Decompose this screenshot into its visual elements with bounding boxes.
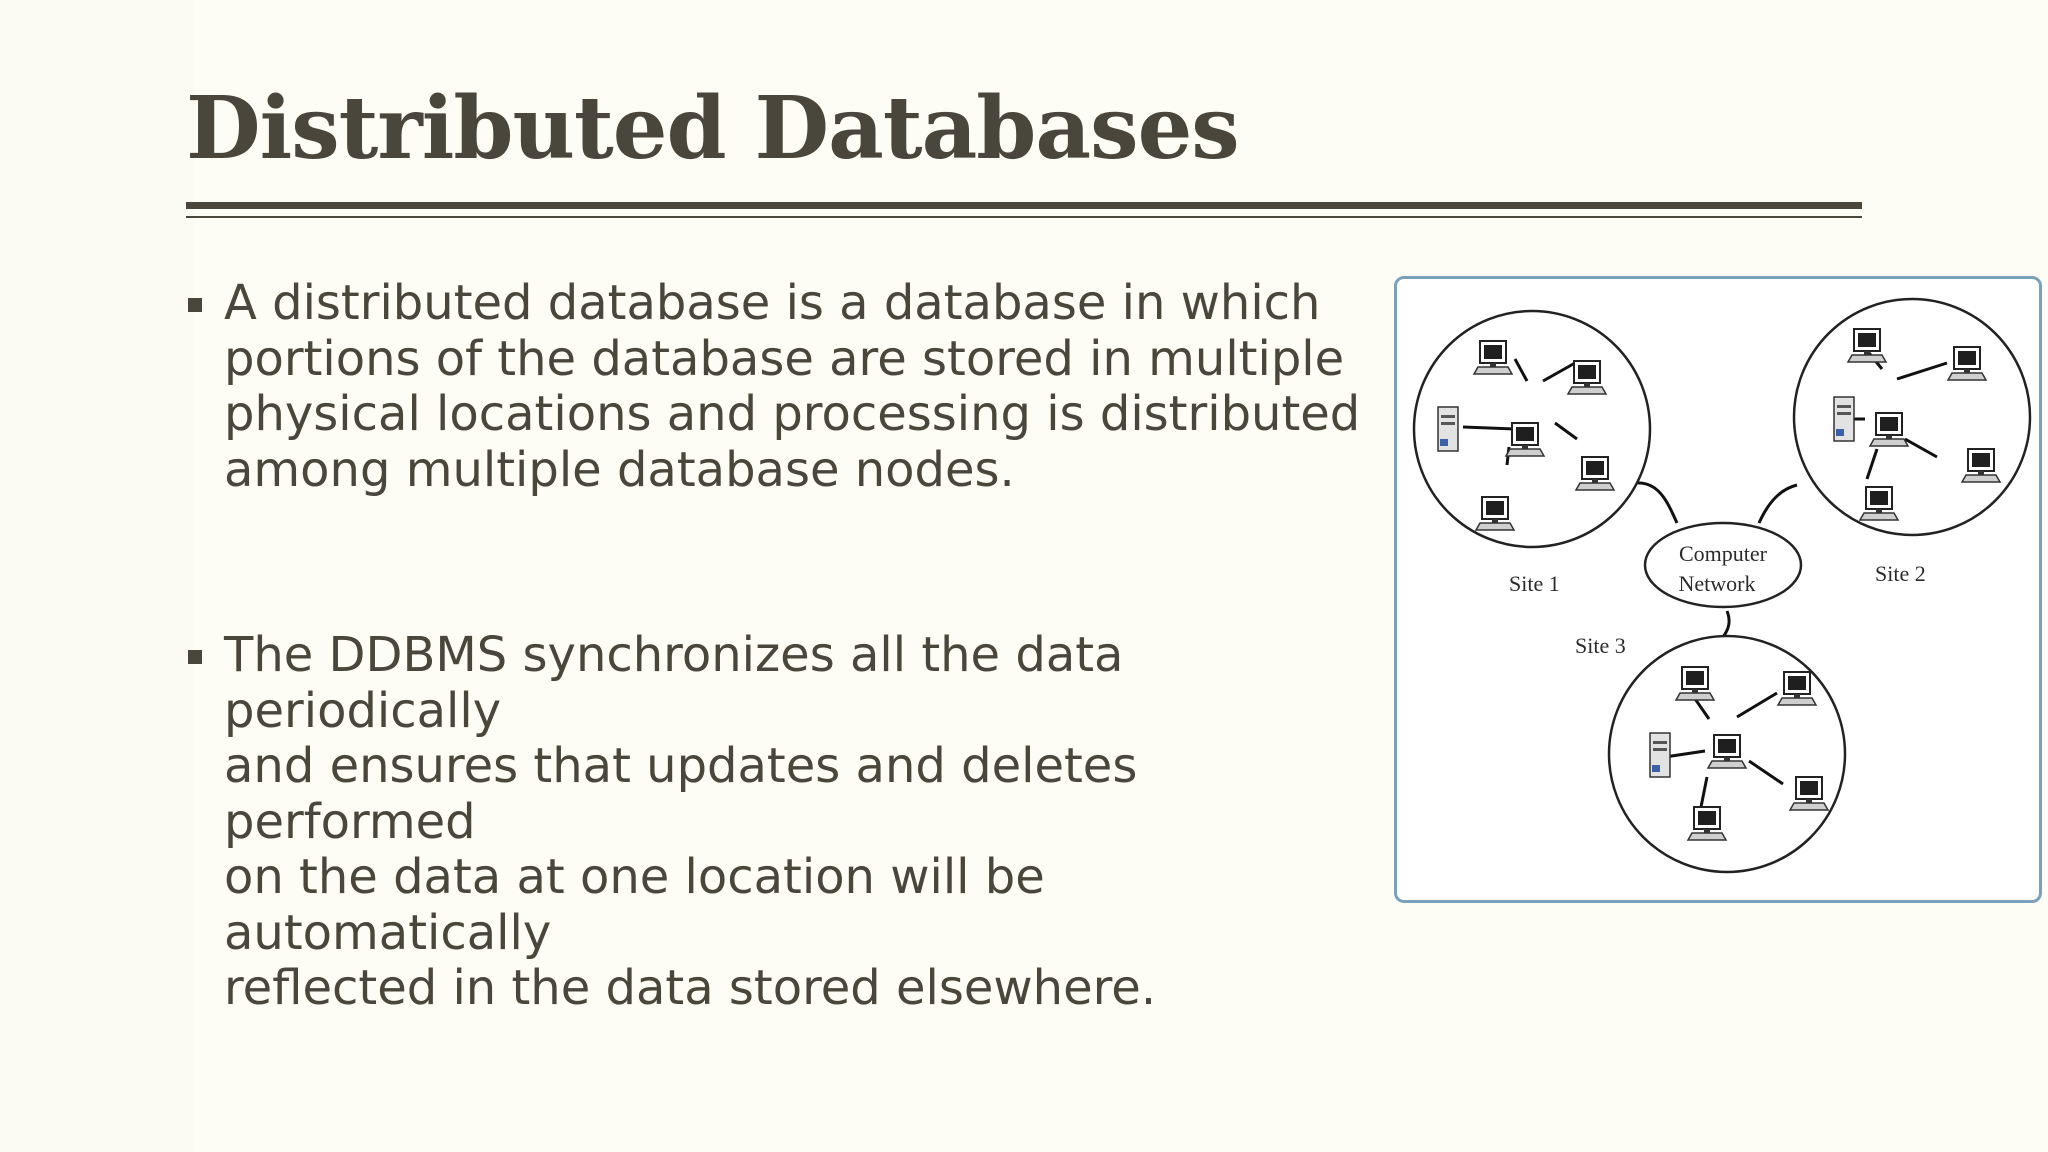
network-label-line2: Network	[1679, 571, 1756, 596]
distributed-network-diagram: Computer Network Site 1 Site 2 Site 3	[1394, 276, 2042, 903]
slide-title: Distributed Databases	[186, 78, 1240, 179]
site-3-label: Site 3	[1575, 633, 1626, 658]
site-1-cluster	[1412, 309, 1652, 549]
bullet-line: portions of the database are stored in m…	[224, 330, 1345, 387]
link-site2	[1757, 483, 1798, 524]
bullet-line: and ensures that updates and deletes per…	[224, 738, 1138, 850]
computer-network-node: Computer Network	[1643, 521, 1803, 609]
square-bullet-icon	[188, 650, 202, 664]
site-1-label: Site 1	[1509, 571, 1560, 596]
bullet-line: physical locations and processing is dis…	[224, 386, 1361, 442]
square-bullet-icon	[188, 298, 202, 312]
left-band	[0, 0, 195, 1152]
title-rule-thin	[186, 216, 1862, 218]
bullet-line: among multiple database nodes.	[224, 441, 1015, 498]
network-label-line1: Computer	[1679, 541, 1768, 566]
bullet-list: A distributed database is a database in …	[186, 275, 1386, 1017]
bullet-line: on the data at one location will be auto…	[224, 849, 1045, 961]
bullet-line: reflected in the data stored elsewhere.	[224, 960, 1157, 1016]
title-rule-thick	[186, 202, 1862, 209]
bullet-item: The DDBMS synchronizes all the data peri…	[186, 627, 1386, 1017]
bullet-line: A distributed database is a database in …	[224, 275, 1321, 331]
site-2-label: Site 2	[1875, 561, 1926, 586]
link-site3	[1721, 610, 1731, 638]
site-3-cluster	[1607, 634, 1847, 874]
bullet-line: The DDBMS synchronizes all the data peri…	[224, 627, 1124, 739]
bullet-item: A distributed database is a database in …	[186, 275, 1386, 498]
diagram-svg: Computer Network Site 1 Site 2 Site 3	[1412, 297, 2032, 874]
site-2-cluster	[1792, 297, 2032, 537]
